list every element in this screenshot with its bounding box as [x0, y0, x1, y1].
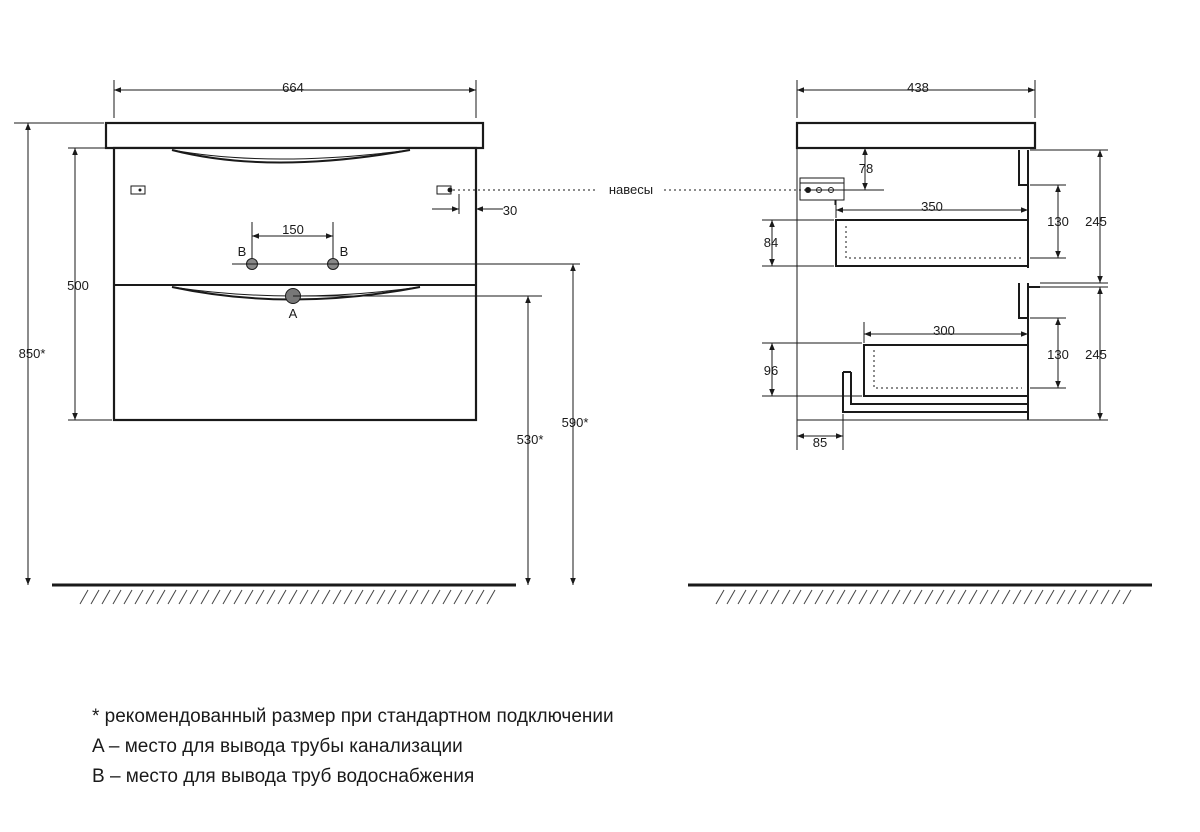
- water-label-right: B: [340, 244, 349, 259]
- drain-label: A: [289, 306, 298, 321]
- note-water: B – место для вывода труб водоснабжения: [92, 766, 475, 787]
- front-water-height-dim: 590*: [562, 415, 589, 430]
- front-body-height-dim: 500: [67, 278, 89, 293]
- hinge-left-icon: [130, 185, 146, 195]
- side-lower-outer-dim: 245: [1085, 347, 1107, 362]
- hinge-right-icon: [436, 185, 453, 195]
- notes-list: * рекомендованный размер при стандартном…: [92, 702, 614, 792]
- side-upper-drawer-depth-dim: 350: [921, 199, 943, 214]
- side-lower-drawer-height-dim: 96: [764, 363, 778, 378]
- front-total-height-dim: 850*: [19, 346, 46, 361]
- front-water-spacing-dim: 150: [282, 222, 304, 237]
- side-floor-hatch: [715, 589, 1132, 605]
- front-drain-height-dim: 530*: [517, 432, 544, 447]
- side-depth-dim: 438: [907, 80, 929, 95]
- front-upper-handle: [171, 149, 411, 164]
- side-view: 438 78 350 84 130 245 300 96: [688, 80, 1152, 605]
- side-hinge-icon: [799, 177, 845, 205]
- front-countertop: [104, 121, 485, 150]
- water-label-left: B: [238, 244, 247, 259]
- front-hinge-offset-dim: 30: [503, 203, 517, 218]
- front-floor-hatch: [79, 589, 496, 605]
- side-bottom-offset-dim: 85: [813, 435, 827, 450]
- upper-drawer-box: [835, 219, 1029, 267]
- note-recommended: * рекомендованный размер при стандартном…: [92, 706, 614, 727]
- hinges-label: навесы: [609, 182, 653, 197]
- note-drain: A – место для вывода трубы канализации: [92, 736, 463, 757]
- side-lower-inner-dim: 130: [1047, 347, 1069, 362]
- front-width-dim: 664: [282, 80, 304, 95]
- side-lower-drawer-depth-dim: 300: [933, 323, 955, 338]
- side-hinge-depth-dim: 78: [859, 161, 873, 176]
- side-upper-drawer-height-dim: 84: [764, 235, 778, 250]
- side-upper-inner-dim: 130: [1047, 214, 1069, 229]
- front-view: 664 850* 500 30 150 B B A 590* 530*: [14, 80, 589, 605]
- side-upper-outer-dim: 245: [1085, 214, 1107, 229]
- side-countertop: [795, 121, 1037, 150]
- lower-drawer-box: [863, 344, 1029, 397]
